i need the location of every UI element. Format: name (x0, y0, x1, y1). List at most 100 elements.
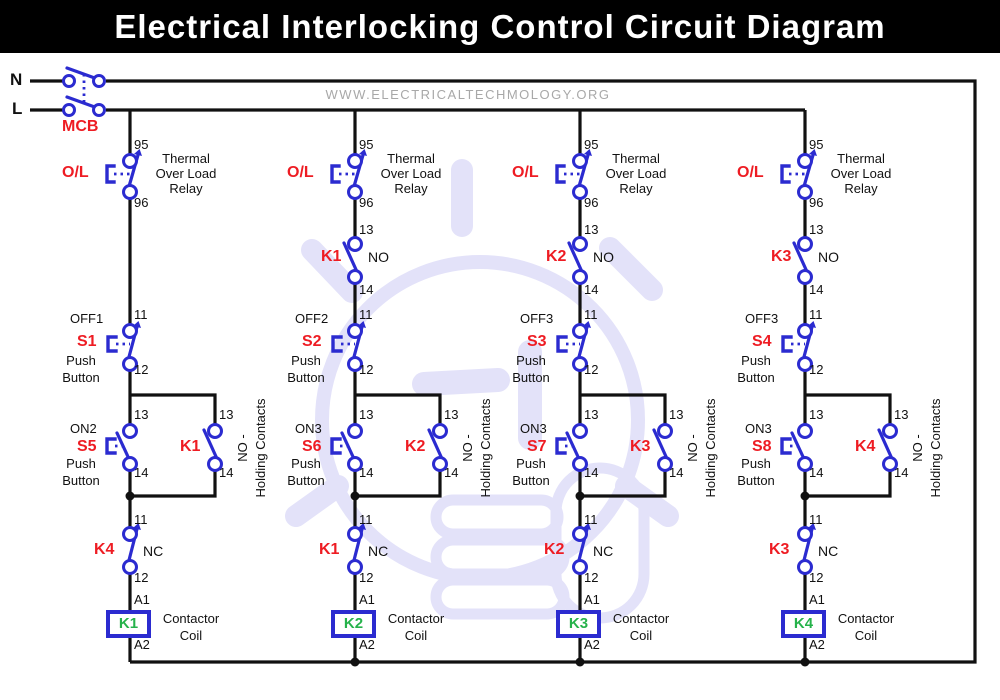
on-button-caption: Push Button (512, 456, 550, 488)
off-button-caption: Push Button (287, 353, 325, 385)
holding-contact-symbol (202, 422, 224, 473)
terminal-label: 14 (809, 465, 824, 480)
holding-contact-id: K2 (405, 438, 426, 455)
branch-circuit-2 (330, 110, 449, 662)
holding-contact-id: K3 (630, 438, 651, 455)
terminal-label: 12 (584, 570, 599, 585)
terminal-label: 14 (359, 282, 374, 297)
overload-relay-name: Thermal Over Load Relay (830, 151, 892, 196)
off-button-function: OFF1 (70, 311, 104, 326)
terminal-label: 95 (134, 137, 149, 152)
terminal-label: 12 (584, 362, 599, 377)
terminal-label: 13 (584, 222, 599, 237)
neutral-line-label: N (10, 70, 23, 89)
off-button-function: OFF2 (295, 311, 329, 326)
supply-bus-wires (30, 79, 977, 664)
overload-relay-symbol (105, 147, 144, 201)
on-button-caption: Push Button (287, 456, 325, 488)
terminal-label: A1 (134, 592, 150, 607)
terminal-label: A1 (359, 592, 375, 607)
terminal-label: 14 (894, 465, 909, 480)
terminal-label: 11 (809, 307, 823, 322)
aux-contact-id: K2 (546, 248, 567, 265)
terminal-label: 14 (359, 465, 374, 480)
off-button-function: OFF3 (745, 311, 779, 326)
terminal-label: A2 (584, 637, 600, 652)
terminal-label: 12 (809, 570, 824, 585)
aux-no-contact-symbol (792, 235, 814, 286)
contactor-coil-id: K3 (568, 615, 589, 632)
holding-contact-symbol (877, 422, 899, 473)
aux-contact-id: K1 (321, 248, 342, 265)
terminal-label: A1 (809, 592, 825, 607)
on-button-id: S6 (302, 438, 322, 455)
terminal-label: A1 (584, 592, 600, 607)
terminal-label: 12 (134, 570, 149, 585)
contactor-coil-id: K1 (118, 615, 139, 632)
terminal-label: 11 (584, 307, 598, 322)
terminal-label: 96 (134, 195, 149, 210)
terminal-label: 14 (134, 465, 149, 480)
overload-relay-label: O/L (512, 164, 539, 181)
terminal-label: 13 (809, 222, 824, 237)
overload-relay-name: Thermal Over Load Relay (380, 151, 442, 196)
terminal-label: 96 (359, 195, 374, 210)
off-button-id: S2 (302, 333, 322, 350)
on-button-id: S8 (752, 438, 772, 455)
on-button-caption: Push Button (62, 456, 100, 488)
terminal-label: 95 (584, 137, 599, 152)
holding-contact-note: NO - Holding Contacts (460, 398, 493, 498)
nc-interlock-contact-symbol (796, 521, 818, 576)
terminal-label: 13 (584, 407, 599, 422)
junction-dot (350, 657, 360, 667)
branch-circuit-1 (105, 110, 224, 662)
terminal-label: 11 (359, 512, 373, 527)
interlock-contact-id: K3 (769, 541, 790, 558)
off-button-function: OFF3 (520, 311, 554, 326)
aux-contact-type: NO (593, 249, 614, 265)
nc-interlock-contact-symbol (121, 521, 143, 576)
on-button-function: ON3 (745, 421, 772, 436)
watermark-url: WWW.ELECTRICALTECHMOLOGY.ORG (325, 87, 611, 102)
terminal-label: 13 (134, 407, 149, 422)
branch-circuit-3 (555, 110, 674, 662)
on-button-id: S7 (527, 438, 547, 455)
interlock-contact-id: K4 (94, 541, 115, 558)
terminal-label: 12 (809, 362, 824, 377)
terminal-label: 13 (894, 407, 909, 422)
aux-no-contact-symbol (567, 235, 589, 286)
terminal-label: 11 (584, 512, 598, 527)
holding-contact-symbol (427, 422, 449, 473)
on-button-caption: Push Button (737, 456, 775, 488)
aux-contact-type: NO (818, 249, 839, 265)
terminal-label: 96 (584, 195, 599, 210)
terminal-label: 96 (809, 195, 824, 210)
on-button-function: ON2 (70, 421, 97, 436)
terminal-label: 12 (359, 570, 374, 585)
terminal-label: 14 (444, 465, 459, 480)
holding-contact-note: NO - Holding Contacts (235, 398, 268, 498)
terminal-label: 13 (444, 407, 459, 422)
off-button-id: S4 (752, 333, 772, 350)
junction-dot (575, 657, 585, 667)
holding-contact-note: NO - Holding Contacts (910, 398, 943, 498)
mcb-label: MCB (62, 118, 99, 135)
overload-relay-symbol (780, 147, 819, 201)
line-phase-label: L (12, 99, 23, 118)
on-button-function: ON3 (520, 421, 547, 436)
overload-relay-symbol (555, 147, 594, 201)
off-button-id: S1 (77, 333, 97, 350)
overload-relay-symbol (330, 147, 369, 201)
contactor-coil-caption: Contactor Coil (612, 611, 670, 643)
contactor-coil-caption: Contactor Coil (387, 611, 445, 643)
contactor-coil-id: K4 (793, 615, 814, 632)
overload-relay-label: O/L (287, 164, 314, 181)
interlock-contact-id: K1 (319, 541, 340, 558)
terminal-label: 14 (584, 282, 599, 297)
terminal-label: 11 (134, 512, 148, 527)
terminal-label: 11 (134, 307, 148, 322)
terminal-label: A2 (134, 637, 150, 652)
terminal-label: 11 (809, 512, 823, 527)
interlock-contact-type: NC (368, 543, 389, 559)
interlock-contact-type: NC (818, 543, 839, 559)
